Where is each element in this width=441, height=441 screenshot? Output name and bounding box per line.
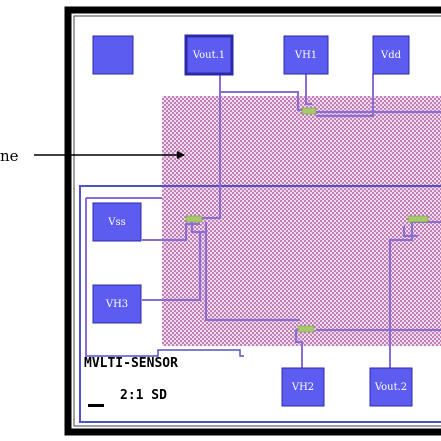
chip-label-outline (85, 349, 244, 357)
wire-vh1 (305, 74, 312, 105)
inner-frame-line (73, 15, 441, 427)
pad-vss (92, 202, 142, 242)
via-bottom (297, 325, 315, 333)
pad-vh2-label: VH2 (291, 382, 314, 393)
wire-lower-vertical (205, 232, 300, 321)
pad-vh3-label: VH3 (105, 299, 128, 310)
blue-border-box (79, 185, 441, 423)
wire-traces (85, 74, 441, 368)
pad-vh1-label: VH1 (294, 50, 317, 61)
chip-label-underscore (88, 404, 104, 407)
pad-vout1 (184, 34, 234, 76)
chip-label-line1: MVLTI-SENSOR (84, 356, 178, 371)
pad-vh3 (92, 284, 142, 324)
via-right (407, 215, 429, 223)
pad-vout2 (369, 367, 413, 407)
pad-vout1-label: Vout.1 (192, 50, 225, 61)
pad-vh2 (281, 367, 325, 407)
pad-vdd-label: Vdd (380, 50, 402, 61)
blank-pad (92, 35, 134, 75)
pad-vout2-label: Vout.2 (374, 382, 407, 393)
wire-vout1-down (200, 92, 221, 219)
chip-label-line2: 2:1 SD (120, 388, 167, 403)
pad-vss-label: Vss (107, 217, 126, 228)
pad-vdd (372, 35, 410, 75)
via-top (301, 107, 317, 115)
wire-right-small (403, 226, 418, 237)
wire-vh3 (142, 232, 201, 301)
wire-vdd (316, 74, 374, 117)
left-annotation-text: ne (0, 147, 19, 165)
outer-frame (64, 6, 441, 436)
via-mid (185, 215, 203, 223)
vias (185, 107, 429, 333)
pad-vh1 (283, 35, 329, 75)
pads: Vout.1 VH1 Vdd Vss VH3 VH2 Vout.2 (92, 34, 413, 407)
wire-vout2 (389, 222, 413, 368)
sensor-region (162, 96, 441, 346)
